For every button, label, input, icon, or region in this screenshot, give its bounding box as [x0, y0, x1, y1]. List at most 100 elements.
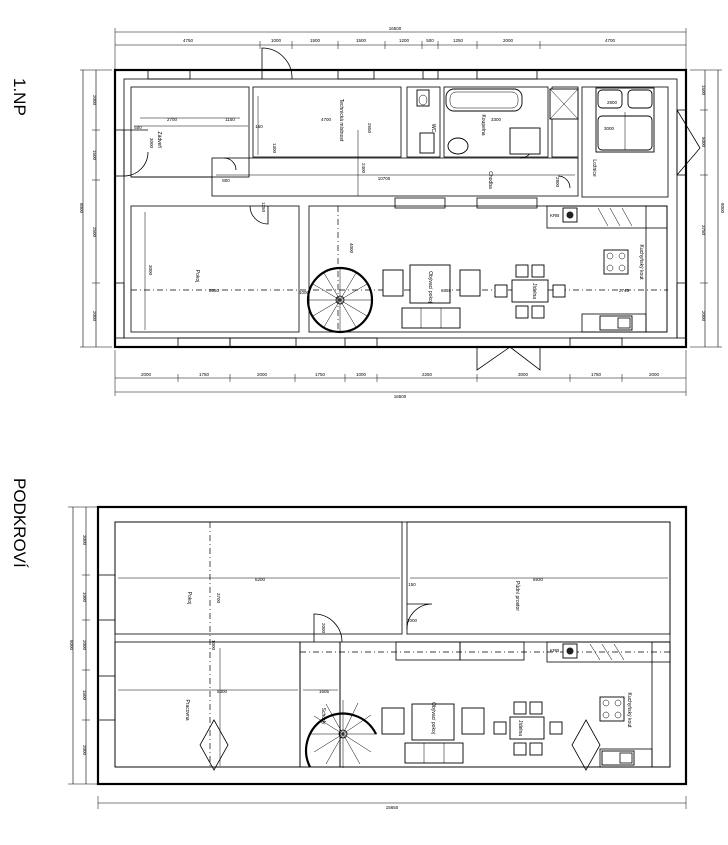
top-dim-2: 1000: [271, 38, 282, 43]
bottom-dim-1: 2000: [141, 372, 152, 377]
attic-label-krb: KRB: [550, 648, 559, 653]
bottom-dim-3: 2000: [257, 372, 268, 377]
attic-floor-title: PODKROVÍ: [10, 478, 29, 568]
stove-icon: [603, 249, 629, 275]
inner-dim-10: 10700: [378, 176, 391, 181]
inner-dim-6: 3000: [148, 265, 153, 276]
attic-inner-dim-1: 6200: [255, 577, 266, 582]
attic-left-dim-3: 2000: [82, 640, 87, 651]
ground-spiral-staircase: [306, 266, 374, 334]
ground-floor-title: 1.NP: [10, 78, 29, 116]
attic-dining-table-icon: [509, 716, 545, 740]
ground-exterior-walls: [113, 68, 688, 349]
left-dim-4: 2000: [92, 311, 97, 322]
inner-dim-22: 1000: [299, 290, 310, 295]
room-wc: WC: [430, 124, 436, 133]
attic-inner-dim-2: 6930: [533, 577, 544, 582]
top-dimension-chain: 16500 4750 1000 1500 1500 1200 500 1250 …: [114, 26, 687, 70]
attic-spiral-staircase: [305, 700, 377, 768]
room-pokoj: Pokoj: [194, 270, 200, 283]
inner-dim-4: 2650: [367, 123, 372, 134]
ground-kitchen: [546, 205, 668, 333]
bottom-dim-8: 1750: [591, 372, 602, 377]
attic-furniture: [381, 701, 563, 764]
dining-table-icon: [511, 279, 549, 303]
right-dim-2: 5000: [701, 137, 706, 148]
top-dim-6: 500: [426, 38, 434, 43]
room-obyvaci: Obývací pokoj: [427, 271, 433, 303]
attic-left-dim-4: 1500: [82, 690, 87, 701]
attic-left-dimension-chain: 8000 3000 1000 2000 1500 2000: [68, 506, 98, 785]
attic-room-obyvaci: Obývací pokoj: [430, 702, 436, 734]
inner-dim-3: 4700: [321, 117, 332, 122]
inner-dim-16: 500: [134, 125, 142, 130]
right-dim-3: 3750: [701, 225, 706, 236]
attic-left-dim-1: 3000: [82, 535, 87, 546]
bottom-dimension-chain: 2000 1750 2000 1750 1000 2250 3000 1750 …: [114, 350, 687, 399]
top-dim-1: 4750: [183, 38, 194, 43]
inner-dim-9: 2800: [607, 100, 618, 105]
right-dim-4: 2000: [701, 311, 706, 322]
sink-icon: [447, 137, 469, 155]
coffee-table-icon: [409, 264, 451, 304]
inner-dim-13: 4000: [349, 243, 354, 254]
bathroom-fixtures: [416, 88, 579, 155]
inner-dim-17: 150: [255, 124, 263, 129]
attic-kitchen: [546, 641, 671, 768]
attic-room-pokoj: Pokoj: [186, 592, 192, 605]
attic-inner-dim-9: 1000: [407, 618, 418, 623]
sofa-icon: [401, 307, 461, 329]
attic-inner-dimensions: 6200 6930 3700 5300 1605 2000 1000 150 1…: [211, 577, 544, 694]
top-dim-5: 1200: [399, 38, 410, 43]
room-koupelna: Koupelna: [480, 114, 486, 135]
attic-floor-plan: PODKROVÍ 8000 3000 1000 2000 1500 2000 1…: [10, 478, 688, 810]
ground-interior-walls: [130, 86, 669, 333]
right-total-label: 8000: [720, 203, 725, 214]
inner-dim-7: 3300: [491, 117, 502, 122]
top-dim-3: 1500: [310, 38, 321, 43]
right-dimension-chain: 8000 1500 5000 3750 2000: [690, 69, 725, 348]
attic-armchair-icon-2: [461, 707, 485, 735]
attic-left-dim-2: 1000: [82, 592, 87, 603]
attic-roof-windows: [199, 719, 601, 771]
left-dim-3: 2500: [92, 227, 97, 238]
ground-windows: [114, 69, 687, 348]
attic-windows: [97, 574, 525, 721]
attic-left-total: 8000: [69, 640, 74, 651]
attic-inner-dim-5: 1605: [319, 689, 330, 694]
inner-dim-5: 3000: [149, 138, 154, 149]
ground-doors: [123, 47, 701, 371]
attic-stove-icon: [599, 696, 625, 722]
left-dim-1: 2000: [92, 95, 97, 106]
room-technicka: Technická místnost: [338, 99, 344, 142]
attic-doors: [313, 603, 433, 643]
left-dim-2: 1500: [92, 150, 97, 161]
top-dim-7: 1250: [453, 38, 464, 43]
attic-room-pracovna: Pracovna: [184, 699, 190, 720]
inner-dim-2: 1150: [225, 117, 235, 122]
inner-dim-18: 1300: [272, 143, 277, 154]
room-loznice: Ložnice: [591, 159, 597, 176]
top-dim-4: 1500: [356, 38, 367, 43]
bed-icon: [595, 87, 655, 153]
inner-dim-21: 2800: [555, 177, 560, 188]
attic-exterior-walls: [96, 505, 688, 786]
label-krb: KRB: [550, 213, 559, 218]
kitchen-sink-icon: [599, 315, 633, 331]
inner-dim-8: 3000: [604, 126, 615, 131]
ground-room-labels: Zádveří Technická místnost WC Koupelna L…: [156, 99, 644, 303]
attic-armchair-icon: [381, 707, 405, 735]
attic-sofa-icon: [404, 742, 464, 764]
inner-dim-12: 5350: [209, 288, 220, 293]
bottom-dim-6: 2250: [422, 372, 433, 377]
armchair-icon: [382, 269, 404, 297]
attic-room-kuchynsky: Kuchyňský kout: [626, 692, 632, 728]
attic-bottom-dimension: 15650: [97, 796, 687, 810]
attic-room-schody: Schody: [320, 708, 326, 725]
ground-inner-dimensions: 2700 1150 4700 2650 3000 3000 3300 3000 …: [134, 100, 629, 295]
attic-room-labels: Pokoj Půdní prostor Pracovna Schody Obýv…: [184, 581, 632, 736]
attic-inner-dim-6: 2000: [321, 623, 326, 634]
inner-dim-15: 2745: [619, 288, 630, 293]
room-chodba: Chodba: [487, 171, 493, 189]
